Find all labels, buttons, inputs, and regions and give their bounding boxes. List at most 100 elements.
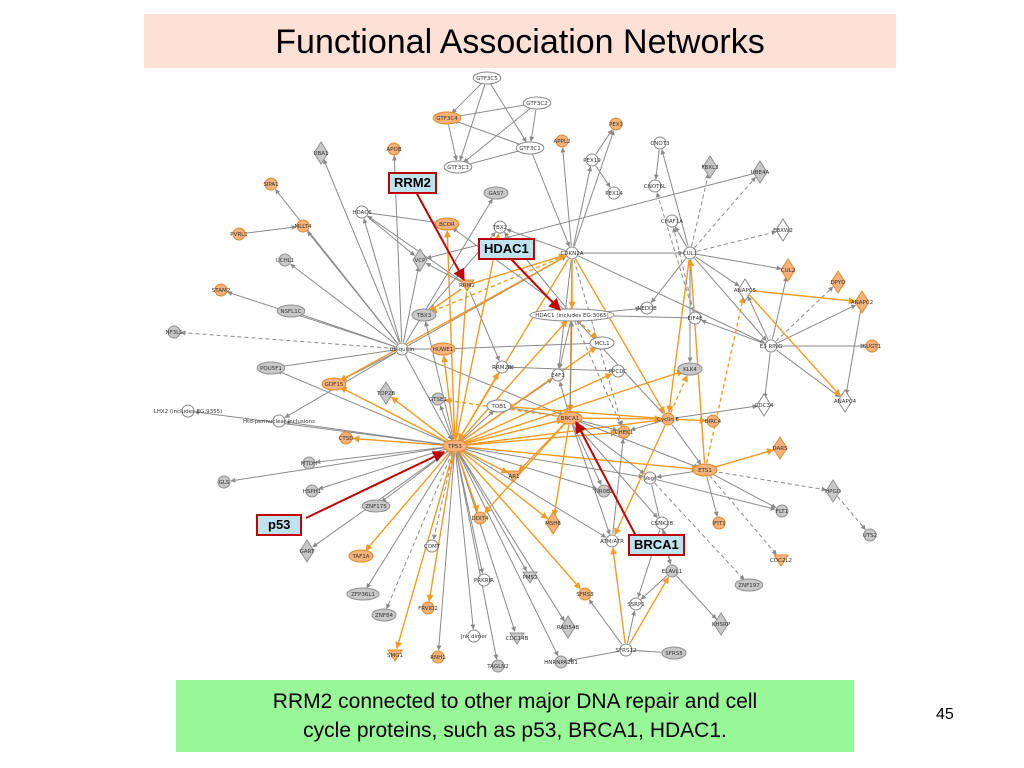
node-dpyd[interactable]: DPYD bbox=[830, 270, 846, 294]
node-znf84[interactable]: ZNF84 bbox=[371, 608, 397, 622]
node-dars[interactable]: DARS bbox=[772, 436, 788, 460]
node-pex19[interactable]: PEX19 bbox=[583, 153, 601, 167]
node-cdkn2a[interactable]: CDKN2A bbox=[560, 246, 584, 260]
node-rrm2b[interactable]: RRM2B bbox=[492, 360, 512, 374]
node-ube4a[interactable]: UBE4A bbox=[751, 160, 770, 184]
node-anapc4[interactable]: ANAPC4 bbox=[834, 389, 857, 413]
node-gart[interactable]: GART bbox=[299, 539, 315, 563]
node-flt1[interactable]: FLT1 bbox=[775, 504, 789, 518]
node-cdc14b[interactable]: CDC14B bbox=[506, 632, 529, 645]
node-e3ring[interactable]: E3 RING bbox=[760, 339, 783, 353]
node-hnrnpa2b1[interactable]: HNRNPA2B1 bbox=[544, 655, 578, 669]
node-jnkdimer[interactable]: Jnk dimer bbox=[460, 629, 488, 643]
node-chek1[interactable]: CHEK1 bbox=[615, 425, 634, 439]
node-uts2[interactable]: UTS2 bbox=[863, 528, 877, 542]
node-pms2[interactable]: PMS2 bbox=[522, 571, 538, 584]
node-nsfl1c[interactable]: NSFL1C bbox=[276, 304, 306, 318]
node-cul2[interactable]: CUL2 bbox=[780, 258, 796, 282]
node-chaf1a[interactable]: CHAF1A bbox=[661, 214, 683, 228]
node-zfp36l1[interactable]: ZFP36L1 bbox=[346, 587, 380, 601]
node-hdac1[interactable]: HDAC1 (includes EG:3065) bbox=[529, 308, 615, 322]
node-appl2[interactable]: APPL2 bbox=[554, 134, 571, 148]
node-gas7[interactable]: GAS7 bbox=[483, 186, 509, 200]
node-ppcdc[interactable]: PPCDC bbox=[609, 364, 628, 378]
node-vegf[interactable]: Vegf bbox=[643, 471, 657, 485]
node-khsrp[interactable]: KHSRP bbox=[712, 612, 731, 636]
node-brca1[interactable]: BRCA1 bbox=[557, 411, 583, 425]
node-sipa1[interactable]: SIPA1 bbox=[263, 177, 279, 191]
node-gdf15[interactable]: GDF15 bbox=[321, 377, 347, 391]
node-rrm2[interactable]: RRM2 bbox=[459, 279, 475, 292]
node-prkrir[interactable]: PRKRIR bbox=[474, 573, 494, 587]
node-nr0b2[interactable]: NR0B2 bbox=[595, 484, 614, 498]
node-cul1[interactable]: CUL1 bbox=[683, 246, 697, 260]
node-ets1[interactable]: ETS1 bbox=[692, 463, 718, 477]
node-tagln2[interactable]: TAGLN2 bbox=[486, 659, 509, 673]
node-frvid2[interactable]: FRVID2 bbox=[418, 601, 438, 615]
node-gtf3c1[interactable]: GTF3C1 bbox=[515, 141, 545, 155]
node-ifit1[interactable]: IFIT1 bbox=[712, 516, 726, 530]
node-tob1[interactable]: TOB1 bbox=[486, 399, 512, 413]
node-anapc2[interactable]: ANAPC2 bbox=[851, 290, 873, 314]
node-ddit4[interactable]: DDIT4 bbox=[472, 511, 489, 525]
node-rad54b[interactable]: RAD54B bbox=[557, 615, 580, 639]
node-mcl1[interactable]: MCL1 bbox=[589, 336, 615, 350]
node-sfrs3[interactable]: SFRS3 bbox=[576, 587, 594, 601]
node-pex14[interactable]: PEX14 bbox=[605, 186, 623, 200]
node-uba1[interactable]: UBA1 bbox=[313, 141, 329, 165]
node-gls[interactable]: GLS bbox=[217, 475, 231, 489]
node-elavl1[interactable]: ELAVL1 bbox=[662, 564, 682, 578]
node-znf197[interactable]: ZNF197 bbox=[734, 578, 764, 592]
node-nf3l1[interactable]: NF3L1 bbox=[165, 325, 183, 339]
node-gtf3c2[interactable]: GTF3C2 bbox=[522, 96, 552, 110]
node-eif4e[interactable]: EIF4E bbox=[687, 311, 703, 325]
node-comt[interactable]: COMT bbox=[424, 539, 441, 553]
node-tp53[interactable]: TP53 bbox=[442, 439, 468, 453]
node-gtse1[interactable]: GTSE1 bbox=[429, 392, 447, 406]
node-gtf3c5[interactable]: GTF3C5 bbox=[472, 71, 502, 85]
node-tbx3[interactable]: TBX3 bbox=[411, 308, 437, 322]
node-huwe1[interactable]: HUWE1 bbox=[430, 342, 456, 356]
node-tbx2[interactable]: TBX2 bbox=[492, 220, 507, 234]
node-gtf3c4[interactable]: GTF3C4 bbox=[432, 111, 462, 125]
node-mllt4[interactable]: MLLT4 bbox=[295, 219, 312, 233]
node-fbxl3[interactable]: FBXL3 bbox=[701, 155, 719, 179]
node-nedd8[interactable]: NEDD8 bbox=[637, 301, 657, 315]
node-hsph1[interactable]: HSPH1 bbox=[303, 484, 322, 498]
node-msh6[interactable]: MSH6 bbox=[545, 511, 561, 535]
node-znf175[interactable]: ZNF175 bbox=[361, 499, 391, 513]
node-birc4[interactable]: BIRC4 bbox=[705, 414, 722, 428]
node-atmatr[interactable]: ATM/ATR bbox=[600, 534, 624, 548]
node-vcp[interactable]: VCP bbox=[412, 248, 428, 272]
node-rnh1[interactable]: RNH1 bbox=[430, 650, 446, 664]
node-cdc2l2[interactable]: CDC2L2 bbox=[770, 554, 792, 567]
node-taf1a[interactable]: TAF1A bbox=[348, 549, 374, 563]
node-cnot3[interactable]: CNOT3 bbox=[650, 136, 670, 150]
node-ubiquitin[interactable]: Ubiquitin bbox=[390, 342, 415, 356]
node-e4f1[interactable]: E4F1 bbox=[551, 368, 565, 382]
node-lhx2[interactable]: LHX2 (includes EG:9355) bbox=[154, 404, 223, 418]
node-uchl1[interactable]: UCHL1 bbox=[276, 253, 295, 267]
node-bcor[interactable]: BCOR bbox=[434, 217, 460, 231]
node-ctsd[interactable]: CTSD bbox=[339, 431, 354, 445]
node-cycline[interactable]: Cyclin E bbox=[657, 412, 679, 426]
node-sugt1[interactable]: SUGT1 bbox=[863, 339, 881, 353]
node-pvrl1[interactable]: PVRL1 bbox=[230, 227, 248, 241]
node-cdc34[interactable]: CDC34 bbox=[755, 393, 774, 417]
node-pou5f1[interactable]: POU5F1 bbox=[256, 361, 286, 375]
node-mtdh[interactable]: MTDH bbox=[301, 456, 317, 470]
node-apob[interactable]: APOB bbox=[386, 142, 402, 156]
node-cnot6l[interactable]: CNOT6L bbox=[644, 179, 667, 193]
node-fbxw2[interactable]: FBXW2 bbox=[773, 218, 793, 242]
node-ssrp1[interactable]: SSRP1 bbox=[627, 597, 645, 611]
node-klk4[interactable]: KLK4 bbox=[677, 362, 703, 376]
node-csnk2b[interactable]: CSNK2B bbox=[651, 516, 674, 530]
node-top2b[interactable]: TOP2B bbox=[376, 381, 396, 405]
node-sfrs12[interactable]: SFRS12 bbox=[616, 643, 637, 657]
node-pex3[interactable]: PEX3 bbox=[609, 117, 624, 131]
node-stam2[interactable]: STAM2 bbox=[212, 283, 230, 297]
node-anapc5[interactable]: ANAPC5 bbox=[734, 278, 757, 302]
node-hpgd[interactable]: HPGD bbox=[825, 479, 841, 503]
node-hdac6[interactable]: HDAC6 bbox=[352, 205, 372, 219]
node-smg1[interactable]: SMG1 bbox=[387, 649, 403, 662]
